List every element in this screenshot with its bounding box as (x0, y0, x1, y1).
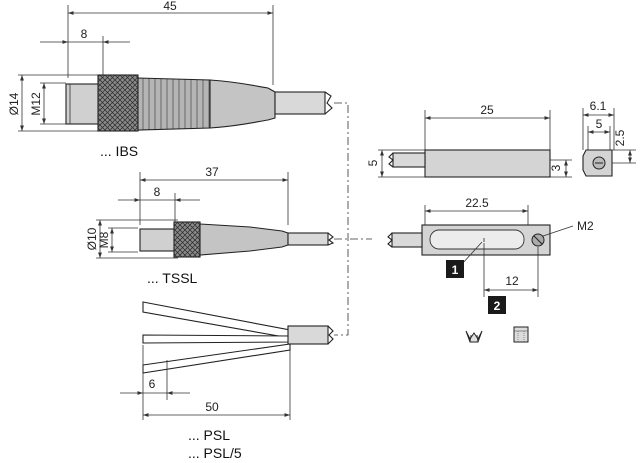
mounting-clip (465, 330, 483, 343)
sensor-end-height-dim: 2.5 (613, 129, 627, 146)
ibs-overall-dim: 45 (163, 0, 177, 13)
assembly-centerline (334, 102, 372, 336)
tssl-connector: 37 8 Ø10 M8 ... TSSL (85, 165, 335, 286)
accessories: 2 (465, 296, 529, 343)
tssl-thread-len-dim: 8 (154, 185, 161, 199)
ibs-thread-len-dim: 8 (81, 27, 88, 41)
ibs-thread-dim: M12 (29, 92, 43, 116)
sensor-side-view: 25 5 3 (366, 103, 572, 178)
psl5-caption: ... PSL/5 (188, 445, 242, 461)
ibs-outer-dia-dim: Ø14 (7, 92, 21, 115)
sensor-top-view: 22.5 M2 12 1 (387, 196, 594, 297)
marker-2-box (488, 296, 506, 314)
sensor-end-view: 6.1 5 2.5 (582, 99, 636, 177)
psl-cable: 6 50 ... PSL ... PSL/5 (120, 301, 334, 461)
sensor-length-dim: 25 (480, 103, 494, 117)
tssl-outer-dia-dim: Ø10 (85, 227, 99, 250)
marker-1-box (446, 260, 464, 278)
tssl-thread-dim: M8 (97, 231, 111, 248)
tssl-overall-dim: 37 (205, 165, 219, 179)
sensor-slot-dim: 22.5 (465, 196, 489, 210)
sensor-cable-height-dim: 3 (549, 164, 563, 171)
ibs-caption: ... IBS (100, 143, 138, 159)
sensor-offset-dim: 12 (505, 274, 519, 288)
marker-1-label: 1 (452, 263, 459, 277)
psl-length-dim: 50 (205, 400, 219, 414)
tssl-caption: ... TSSL (147, 270, 198, 286)
sensor-height-dim: 5 (366, 159, 380, 166)
ibs-connector: 45 8 Ø14 M12 ... IBS (7, 0, 333, 159)
psl-strip-dim: 6 (149, 377, 156, 391)
sensor-width-dim: 6.1 (590, 99, 607, 113)
marker-2-label: 2 (494, 299, 501, 313)
psl-caption: ... PSL (188, 427, 230, 443)
sensor-screw-label: M2 (577, 219, 594, 233)
slot-nut (513, 326, 529, 343)
sensor-width-inner-dim: 5 (596, 117, 603, 131)
